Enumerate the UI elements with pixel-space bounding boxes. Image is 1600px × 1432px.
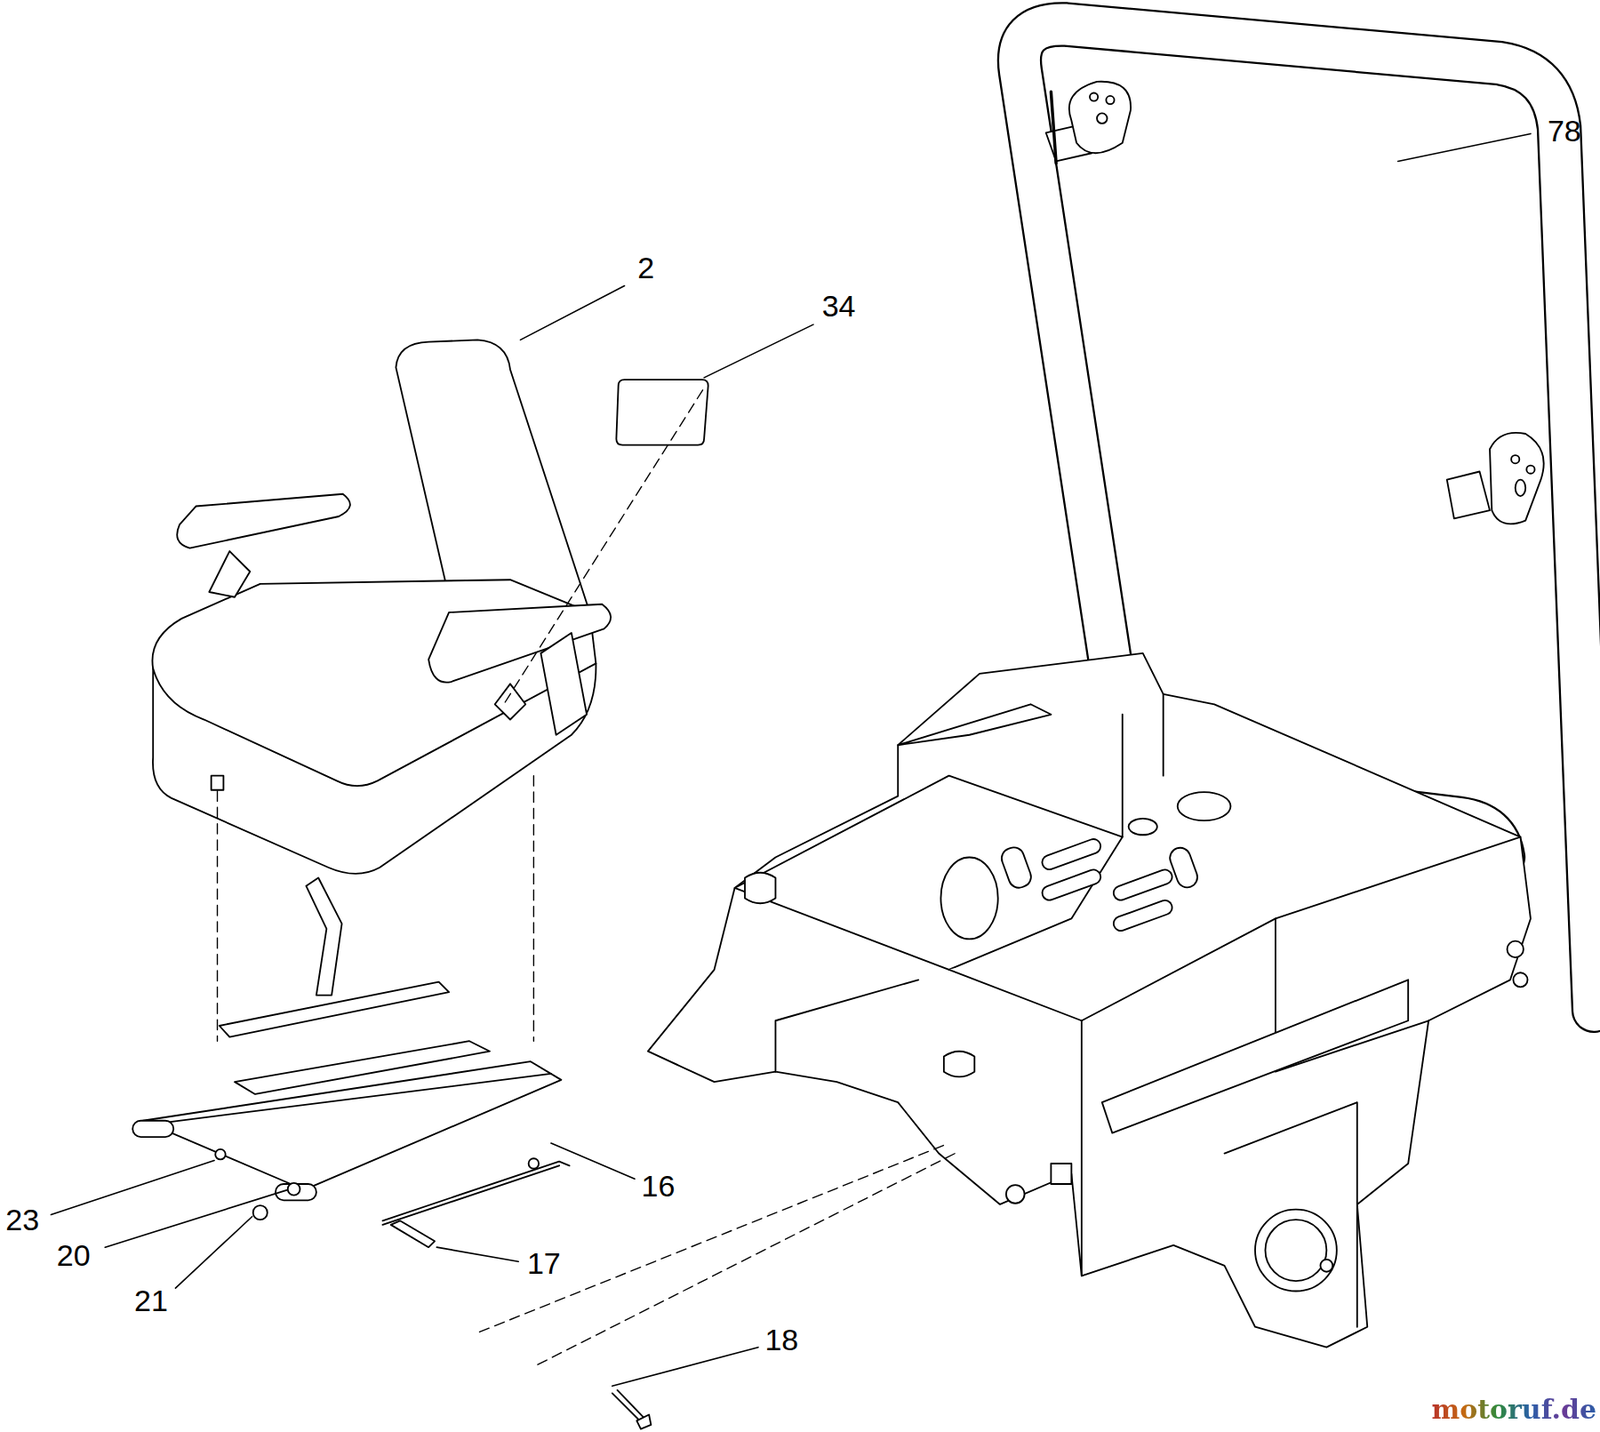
callout-number: 21 bbox=[134, 1285, 168, 1316]
guide-lines bbox=[537, 1151, 960, 1365]
chassis-frame bbox=[1224, 1102, 1358, 1328]
guide-lines bbox=[216, 791, 218, 1041]
seat bbox=[152, 663, 596, 786]
chassis-frame bbox=[1112, 898, 1175, 934]
chassis-frame bbox=[1006, 1184, 1025, 1204]
chassis-frame bbox=[1167, 845, 1200, 891]
leader-line bbox=[704, 324, 814, 378]
chassis-frame bbox=[999, 844, 1034, 891]
chassis-frame bbox=[744, 872, 776, 904]
leader-line bbox=[520, 286, 624, 341]
seat bbox=[176, 494, 351, 549]
seat-mount bbox=[132, 1120, 174, 1137]
roll-bar bbox=[1526, 465, 1535, 474]
chassis-frame bbox=[1121, 714, 1124, 838]
roll-bar bbox=[1069, 81, 1131, 154]
callout-number: 20 bbox=[56, 1240, 91, 1271]
chassis-frame bbox=[735, 776, 1123, 970]
leader-line bbox=[50, 1160, 215, 1216]
roll-bar bbox=[1089, 92, 1098, 101]
roll-bar bbox=[1050, 91, 1056, 163]
chassis-frame bbox=[1512, 972, 1528, 987]
chassis-frame bbox=[1264, 1219, 1327, 1281]
seat-mount bbox=[132, 877, 651, 1429]
seat bbox=[211, 776, 224, 791]
leader-line bbox=[104, 1190, 287, 1248]
chassis-frame bbox=[1112, 867, 1175, 903]
callout-number: 18 bbox=[764, 1324, 799, 1355]
chassis-frame bbox=[944, 1051, 975, 1078]
seat-mount bbox=[617, 1390, 646, 1419]
leader-line bbox=[50, 133, 1531, 1386]
guide-lines bbox=[533, 776, 535, 1042]
leader-line bbox=[1398, 133, 1531, 161]
watermark: motoruf.de bbox=[1431, 1396, 1597, 1424]
roll-bar bbox=[1447, 471, 1490, 519]
chassis-frame bbox=[1255, 1209, 1337, 1292]
chassis-frame bbox=[1162, 694, 1165, 776]
seat-mount bbox=[253, 1205, 268, 1220]
callout-number: 16 bbox=[641, 1170, 676, 1201]
chassis-frame bbox=[1507, 941, 1524, 958]
seat-mount bbox=[143, 1061, 562, 1190]
seat-mount bbox=[163, 1073, 552, 1123]
leader-line bbox=[436, 1247, 519, 1262]
roll-bar bbox=[1489, 432, 1544, 525]
seat-mount bbox=[382, 1165, 560, 1225]
seat-mount bbox=[636, 1414, 651, 1429]
leader-line bbox=[175, 1216, 252, 1288]
callout-number: 23 bbox=[5, 1204, 40, 1235]
chassis-frame bbox=[1050, 1163, 1072, 1184]
seat-mount bbox=[288, 1183, 301, 1196]
callout-number: 78 bbox=[1547, 115, 1582, 146]
seat-mount bbox=[234, 1040, 490, 1095]
seat bbox=[428, 604, 611, 683]
chassis-frame bbox=[1102, 979, 1408, 1133]
chassis-frame bbox=[949, 837, 1521, 1022]
chassis-frame bbox=[1320, 1259, 1333, 1272]
chassis-frame bbox=[775, 979, 919, 1072]
seat-mount bbox=[528, 1158, 539, 1168]
seat-mount bbox=[215, 1149, 225, 1160]
chassis-frame bbox=[1128, 818, 1158, 835]
seat-mount bbox=[612, 1392, 641, 1422]
seat bbox=[395, 339, 590, 613]
chassis-frame bbox=[1080, 1020, 1083, 1276]
seat bbox=[495, 683, 526, 720]
leader-line bbox=[612, 1347, 759, 1387]
guide-lines bbox=[480, 1143, 950, 1332]
seat-decal bbox=[616, 379, 708, 445]
chassis-frame bbox=[940, 857, 998, 940]
seat bbox=[152, 339, 611, 874]
chassis-frame bbox=[648, 653, 1531, 1348]
roll-bar bbox=[1096, 112, 1107, 123]
guide-lines bbox=[504, 387, 704, 703]
seat-mount bbox=[391, 1220, 435, 1248]
guide-lines bbox=[217, 387, 960, 1365]
seat bbox=[540, 632, 587, 736]
seat-mount bbox=[305, 877, 342, 995]
seat bbox=[208, 551, 250, 598]
seat-mount bbox=[219, 982, 449, 1038]
roll-bar bbox=[1511, 455, 1520, 464]
chassis-frame bbox=[1040, 837, 1103, 872]
roll-bar bbox=[1105, 96, 1114, 104]
callout-number: 34 bbox=[822, 290, 856, 321]
roll-bar bbox=[1515, 480, 1526, 496]
seat-mount bbox=[382, 1161, 569, 1222]
leader-line bbox=[551, 1143, 635, 1179]
chassis-frame bbox=[648, 653, 1531, 1348]
callout-number: 2 bbox=[637, 252, 655, 283]
callout-number: 17 bbox=[527, 1248, 561, 1279]
chassis-frame bbox=[1177, 792, 1232, 821]
chassis-frame bbox=[897, 704, 1051, 745]
chassis-frame bbox=[1040, 867, 1103, 903]
